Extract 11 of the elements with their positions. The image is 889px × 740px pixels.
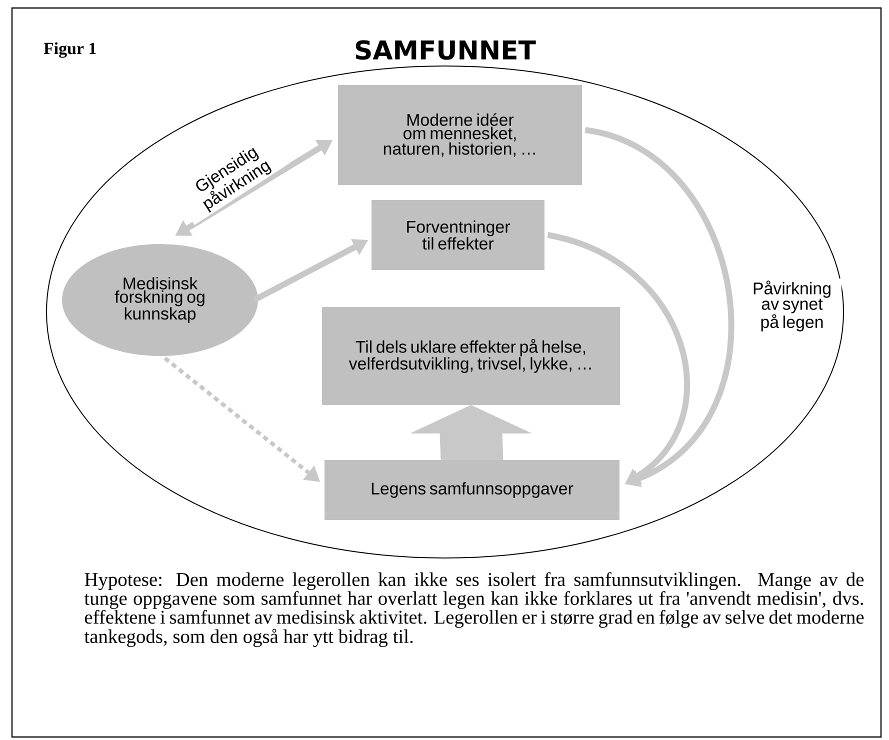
box: Legens samfunnsoppgaver xyxy=(324,460,620,520)
caption: Hypotese: Den moderne legerollen kan ikke ses isolert fra samfunnsutviklingen. Mange av de tunge oppgavene som samfunnet har overlatt legen kan ikke forklares ut fra 'anvendt medisin', dvs. effektene i samfunnet av medisinsk aktivitet. Legerollen er i større grad en følge av selve det moderne tankegods, som den også har ytt bidrag til. xyxy=(84,572,864,648)
edge-label: Påvirkning av synet på legen xyxy=(742,278,842,334)
block-arrow xyxy=(410,404,532,460)
arrow xyxy=(546,232,690,484)
box: Til dels uklare effekter på helse, velferdsutvikling, trivsel, lykke, … xyxy=(322,307,620,405)
heading: SAMFUNNET xyxy=(356,40,536,60)
box: Moderne idéer om mennesket, naturen, historien, … xyxy=(338,85,582,185)
figure-number: Figur 1 xyxy=(44,42,96,58)
arrow xyxy=(584,127,734,488)
box: Forventninger til effekter xyxy=(372,200,544,270)
